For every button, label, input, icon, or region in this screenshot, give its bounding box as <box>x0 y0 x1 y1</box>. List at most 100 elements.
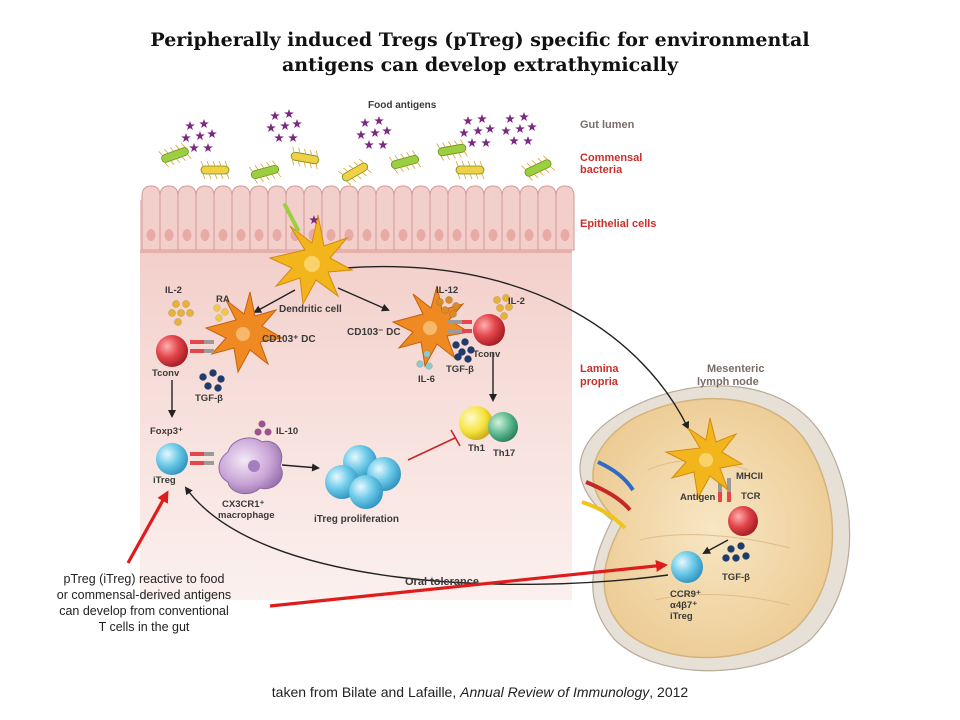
bacterium-flagellum <box>356 175 362 180</box>
il6-dot <box>416 360 424 368</box>
th1-label: Th1 <box>468 443 486 454</box>
bacterium-flagellum <box>394 155 399 160</box>
source-caption: taken from Bilate and Lafaille, Annual R… <box>0 684 960 700</box>
epithelial-nucleus <box>200 229 210 241</box>
tconv-left-cell <box>156 335 188 367</box>
food-antigen-star <box>509 136 519 145</box>
macrophage-label-2: macrophage <box>218 510 275 521</box>
mln-label-2: lymph node <box>697 376 759 388</box>
tgfb-dot <box>452 341 460 349</box>
epithelial-nucleus <box>146 229 156 241</box>
dendritic-cell <box>268 203 354 306</box>
il12-dot <box>449 310 457 318</box>
bacterium-flagellum <box>310 149 312 156</box>
commensal-bacterium <box>290 146 320 170</box>
annotation-arrow-to-itreg <box>126 490 169 564</box>
il12-dot <box>445 296 453 304</box>
bacterium-flagellum <box>304 148 307 155</box>
food-antigen-star <box>284 109 294 118</box>
commensal-bacterium <box>158 142 192 168</box>
ra-dot <box>221 308 229 316</box>
il2-dot <box>168 309 176 317</box>
bacterium-flagellum <box>440 155 445 161</box>
gut-lumen-label: Gut lumen <box>580 119 635 131</box>
bacterium-flagellum <box>348 164 354 169</box>
lamina-label-2: propria <box>580 376 619 388</box>
food-antigen-star <box>270 111 280 120</box>
il6-label: IL-6 <box>418 374 435 385</box>
epithelial-nucleus <box>416 229 426 241</box>
food-antigen-star <box>459 128 469 137</box>
commensal-bacterium <box>436 139 468 161</box>
commensal-label-2: bacteria <box>580 164 623 176</box>
tconv-node-cell <box>728 506 758 536</box>
commensal-bacterium <box>248 160 282 184</box>
bacterium-flagellum <box>224 160 228 167</box>
epithelial-nucleus <box>488 229 498 241</box>
pathway-arrows <box>168 265 729 586</box>
food-antigen-star <box>266 123 276 132</box>
itreg-cell <box>156 443 188 475</box>
food-antigen-star <box>477 114 487 123</box>
tgfb-right-label: TGF-β <box>446 364 474 375</box>
bacterium-flagellum <box>544 168 550 174</box>
bacterium-flagellum <box>181 156 186 161</box>
bacterium-flagellum <box>226 173 230 180</box>
epithelial-nucleus <box>164 229 174 241</box>
epithelial-nucleus <box>524 229 534 241</box>
bacterium-body <box>250 165 280 179</box>
commensal-bacterium <box>200 160 230 180</box>
ra-dot <box>215 314 223 322</box>
il2-dot <box>172 300 180 308</box>
food-antigen-star <box>360 118 370 127</box>
food-antigen-star <box>370 128 380 137</box>
bacterium-flagellum <box>315 163 318 170</box>
bacterium-flagellum <box>170 160 175 166</box>
il10-dot <box>264 428 272 436</box>
bacterium-flagellum <box>248 166 253 172</box>
epithelial-label: Epithelial cells <box>580 218 656 230</box>
food-antigen-star <box>481 138 491 147</box>
th17-cell <box>488 412 518 442</box>
il2-dot <box>505 303 513 311</box>
bacterium-flagellum <box>259 177 264 182</box>
bacterium-flagellum <box>292 159 294 166</box>
bacterium-flagellum <box>411 164 416 169</box>
macrophage-label-1: CX3CR1⁺ <box>222 499 265 510</box>
bacterium-flagellum <box>187 154 192 159</box>
commensal-label-1: Commensal <box>580 152 642 164</box>
il2-dot <box>493 296 501 304</box>
bacterium-flagellum <box>338 170 343 175</box>
bacterium-flagellum <box>220 173 224 180</box>
bacterium-flagellum <box>277 172 282 178</box>
food-antigen-star <box>203 143 213 152</box>
bacterium-flagellum <box>412 150 416 156</box>
il2-dot <box>177 309 185 317</box>
il10-dot <box>254 428 262 436</box>
epithelial-nucleus <box>272 229 282 241</box>
cd103p-dc-label: CD103⁺ DC <box>262 334 316 345</box>
tgfb-dot <box>199 373 207 381</box>
bacterium-body <box>455 165 485 175</box>
epithelial-nucleus <box>470 229 480 241</box>
bacterium-body <box>290 151 320 165</box>
food-antigen-star <box>199 119 209 128</box>
bacterium-flagellum <box>266 162 271 167</box>
bacterium-flagellum <box>271 174 276 179</box>
bacterium-body <box>437 143 467 157</box>
epithelial-nucleus <box>542 229 552 241</box>
bacterium-flagellum <box>473 160 477 167</box>
food-antigen-star <box>181 133 191 142</box>
bacterium-flagellum <box>343 167 349 172</box>
bacterium-flagellum <box>469 173 473 180</box>
food-antigen-star <box>280 121 290 130</box>
il10-label: IL-10 <box>276 426 298 437</box>
bacterium-flagellum <box>309 162 312 169</box>
il2-dot <box>174 318 182 326</box>
tconv-right-label: Tconv <box>473 349 501 360</box>
foxp3-label: Foxp3⁺ <box>150 426 183 437</box>
bacterium-flagellum <box>475 173 479 180</box>
tconv-right-cell <box>473 314 505 346</box>
bacterium-flagellum <box>436 143 440 149</box>
bacterium-flagellum <box>463 173 467 180</box>
